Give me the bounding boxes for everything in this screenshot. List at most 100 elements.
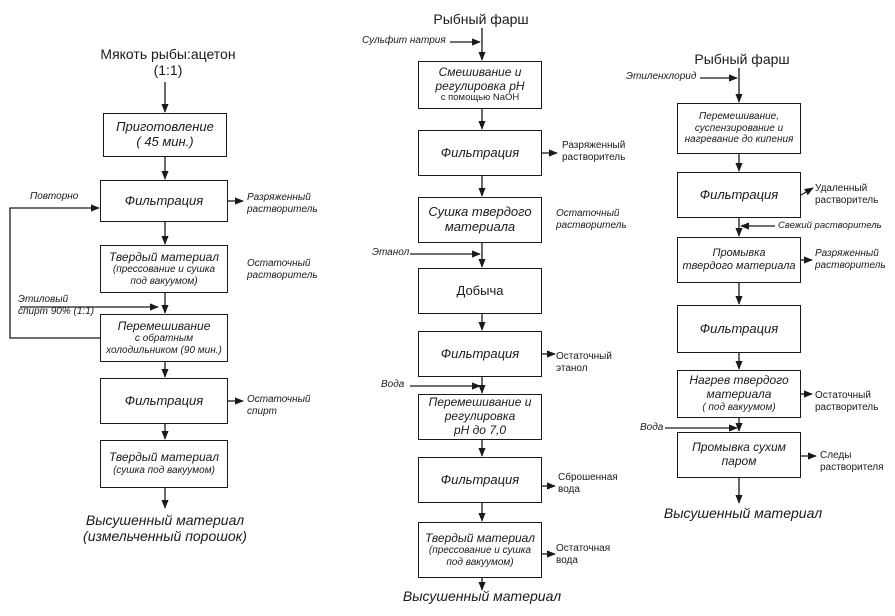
middle-out-5-line-1: Остаточная	[556, 543, 611, 554]
left-box-solid-1-line-3: под вакуумом)	[130, 275, 198, 287]
right-out-1-line-1: Удаленный	[815, 183, 868, 194]
middle-box-filtration-1: Фильтрация	[418, 130, 542, 176]
left-out-1-line-1: Разряженный	[247, 192, 311, 203]
middle-box-mixing-ph: Смешивание и регулировка pH с помощью Na…	[418, 61, 542, 109]
right-box-filtration-1: Фильтрация	[677, 172, 801, 218]
middle-out-1-line-2: растворитель	[562, 151, 626, 163]
right-box-mixing-line-2: суспензирование и	[694, 122, 784, 134]
middle-out-2-line-1: Остаточный	[556, 208, 620, 219]
middle-box-mixing-7-line-1: Перемешивание и	[428, 395, 532, 410]
middle-box-drying-line-1: Сушка твердого	[428, 204, 532, 220]
right-out-4-line-1: Следы	[820, 450, 852, 461]
right-start-label: Рыбный фарш	[694, 51, 790, 67]
middle-box-drying: Сушка твердого материала	[418, 197, 542, 243]
left-recycle-label: Повторно	[30, 191, 79, 202]
middle-box-solid-line-3: под вакуумом)	[446, 556, 514, 568]
right-box-mixing-line-1: Перемешивание,	[698, 111, 780, 123]
middle-out-1-line-1: Разряженный	[562, 140, 626, 151]
left-box-solid-1-line-2: (прессование и сушка	[112, 264, 216, 276]
right-box-filtration-2-line-1: Фильтрация	[699, 320, 779, 336]
middle-box-mixing-7-line-2: регулировка	[444, 409, 516, 424]
middle-out-4-line-1: Сброшенная	[558, 472, 618, 483]
right-out-2-line-2: растворитель	[815, 259, 886, 271]
middle-box-solid-line-1: Твердый материал	[425, 530, 535, 545]
left-out-1-label: Разряженный растворитель	[247, 192, 318, 215]
right-out-3-line-2: растворитель	[815, 401, 879, 413]
left-end-line-2: (измельченный порошок)	[83, 528, 247, 545]
left-box-preparation-line-1: Приготовление	[116, 119, 214, 135]
left-box-solid-2-line-1: Твердый материал	[109, 450, 219, 465]
left-box-filtration-1-line-1: Фильтрация	[124, 192, 204, 208]
right-arrow-out-1	[800, 187, 814, 196]
left-end-label: Высушенный материал (измельченный порошо…	[70, 512, 260, 544]
right-out-3-label: Остаточный растворитель	[815, 390, 878, 413]
left-start-line-1: Мякоть рыбы:ацетон	[100, 46, 236, 62]
middle-end-label: Высушенный материал	[402, 588, 562, 604]
right-end-label: Высушенный материал	[663, 505, 823, 521]
middle-out-1-label: Разряженный растворитель	[562, 140, 625, 163]
middle-box-drying-line-2: материала	[444, 219, 516, 234]
left-out-2-line-2: растворитель	[247, 269, 318, 281]
right-box-heating-line-1: Нагрев твердого	[689, 373, 789, 388]
left-box-solid-material-1: Твердый материал (прессование и сушка по…	[100, 245, 228, 293]
middle-out-4-label: Сброшенная вода	[558, 472, 618, 495]
left-ethanol-line-1: Этиловый	[18, 294, 69, 305]
middle-box-filtration-3: Фильтрация	[418, 457, 542, 503]
left-out-1-line-2: растворитель	[247, 203, 318, 215]
left-box-preparation: Приготовление ( 45 мин.)	[103, 113, 227, 157]
right-box-heating-line-3: ( под вакуумом)	[702, 402, 776, 414]
right-fresh-solvent-label: Свежий растворитель	[778, 220, 882, 231]
middle-box-mixing-line-1: Смешивание и	[438, 64, 522, 79]
right-out-4-label: Следы растворителя	[820, 450, 884, 473]
middle-ethanol-label: Этанол	[372, 247, 410, 258]
left-box-filtration-1: Фильтрация	[100, 180, 228, 222]
middle-out-2-line-2: растворитель	[556, 219, 627, 231]
left-out-3-label: Остаточный спирт	[247, 394, 311, 417]
left-box-filtration-2-line-1: Фильтрация	[124, 392, 204, 408]
middle-out-3-line-1: Остаточный	[556, 351, 612, 362]
middle-box-mixing-ph-7: Перемешивание и регулировка pH до 7,0	[418, 394, 542, 440]
right-box-mixing-boiling: Перемешивание, суспензирование и нагрева…	[677, 103, 801, 154]
left-out-3-line-2: спирт	[247, 405, 277, 417]
left-out-2-label: Остаточный растворитель	[247, 258, 318, 281]
left-start-line-2: (1:1)	[153, 62, 183, 79]
left-box-mixing-line-2: с обратным	[134, 333, 194, 345]
middle-out-3-label: Остаточный этанол	[556, 351, 612, 374]
left-box-mixing-line-1: Перемешивание	[117, 318, 211, 333]
middle-box-mixing-7-line-3: pH до 7,0	[454, 422, 506, 437]
left-box-mixing-line-3: холодильником (90 мин.)	[106, 344, 222, 356]
left-recycle-loop	[9, 204, 100, 339]
middle-box-filtration-1-line-1: Фильтрация	[440, 144, 520, 160]
right-box-filtration-2: Фильтрация	[677, 305, 801, 353]
left-out-2-line-1: Остаточный	[247, 258, 311, 269]
middle-box-solid-line-2: (прессование и сушка	[428, 545, 532, 557]
middle-out-4-line-2: вода	[558, 483, 580, 495]
right-out-1-label: Удаленный растворитель	[815, 183, 878, 206]
right-out-1-line-2: растворитель	[815, 194, 879, 206]
left-box-preparation-line-2: ( 45 мин.)	[136, 134, 194, 149]
middle-water-label: Вода	[381, 379, 405, 390]
right-box-steam-washing: Промывка сухим паром	[677, 432, 801, 478]
middle-box-mixing-line-2: регулировка pH	[435, 78, 525, 93]
middle-out-5-label: Остаточная вода	[556, 543, 610, 566]
right-box-steam-line-1: Промывка сухим	[692, 440, 786, 455]
right-box-steam-line-2: паром	[721, 454, 757, 468]
left-start-label: Мякоть рыбы:ацетон (1:1)	[88, 46, 248, 78]
left-box-solid-1-line-1: Твердый материал	[109, 249, 219, 264]
right-out-2-line-1: Разряженный	[815, 248, 879, 259]
right-out-4-line-2: растворителя	[820, 461, 884, 473]
right-box-washing-line-2: твердого материала	[682, 260, 796, 272]
left-box-solid-material-2: Твердый материал (сушка под вакуумом)	[100, 440, 228, 488]
right-water-label: Вода	[640, 422, 664, 433]
middle-box-filtration-2-line-1: Фильтрация	[440, 345, 520, 361]
middle-box-solid-material: Твердый материал (прессование и сушка по…	[418, 522, 542, 578]
right-out-3-line-1: Остаточный	[815, 390, 871, 401]
right-box-filtration-1-line-1: Фильтрация	[699, 186, 779, 202]
middle-box-mixing-line-3: с помощью NaOH	[440, 92, 520, 104]
middle-box-filtration-3-line-1: Фильтрация	[440, 471, 520, 487]
left-ethanol-line-2: спирт 90% (1:1)	[18, 305, 95, 317]
left-out-3-line-1: Остаточный	[247, 394, 311, 405]
right-box-mixing-line-3: нагревание до кипения	[684, 134, 794, 146]
middle-box-filtration-2: Фильтрация	[418, 331, 542, 377]
middle-box-extraction: Добыча	[418, 268, 542, 314]
